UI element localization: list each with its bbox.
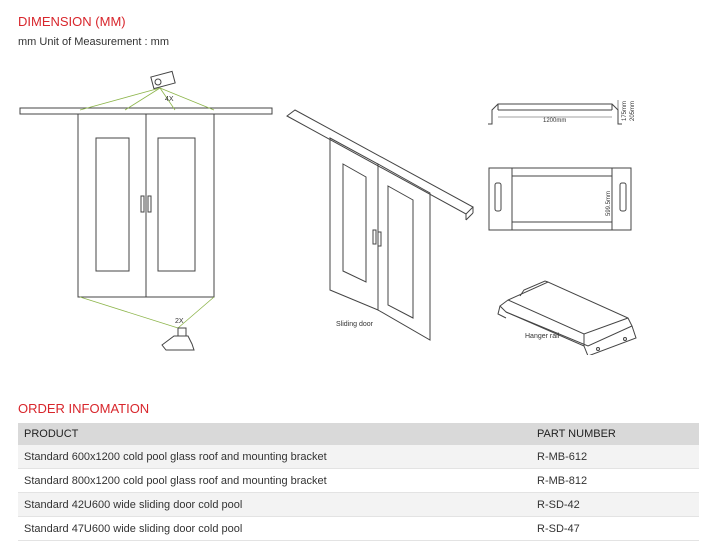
sliding-door-label: Sliding door: [336, 321, 374, 328]
sliding-door-perspective: [286, 109, 474, 341]
part-number-cell: R-SD-42: [531, 492, 699, 517]
depth-599-label: 599.5mm: [606, 191, 612, 216]
table-row: Standard 42U600 wide sliding door cold p…: [18, 492, 699, 517]
perspective-left-leaf: [329, 137, 379, 311]
product-cell: Standard 600x1200 cold pool glass roof a…: [18, 445, 531, 469]
right-handle: [147, 195, 152, 213]
hanger-rail-label: Hanger rail: [525, 333, 560, 340]
part-number-cell: R-MB-612: [531, 445, 699, 469]
perspective-right-window: [387, 185, 414, 319]
left-door-window: [95, 137, 130, 272]
order-table-header: PRODUCT PART NUMBER: [18, 423, 699, 445]
bottom-bracket-icon: [161, 327, 195, 351]
unit-of-measurement: mm Unit of Measurement : mm: [18, 36, 169, 48]
hanger-rail-isometric: [497, 280, 637, 355]
right-door-window: [157, 137, 196, 272]
perspective-handle-right: [377, 231, 382, 247]
qty-top-label: 4X: [165, 96, 174, 103]
table-row: Standard 600x1200 cold pool glass roof a…: [18, 445, 699, 469]
dimension-drawing: 4X 2X Sliding door 1200mm 175mm 205mm 59…: [19, 70, 637, 355]
top-sensor-icon: [150, 70, 176, 90]
part-number-cell: R-SD-47: [531, 516, 699, 541]
left-handle: [140, 195, 145, 213]
table-row: Standard 47U600 wide sliding door cold p…: [18, 516, 699, 541]
top-rail: [19, 107, 273, 115]
top-sensor-leader-lines: [79, 87, 215, 111]
part-number-cell: R-MB-812: [531, 468, 699, 493]
left-door-leaf: [77, 113, 147, 298]
order-information-title: ORDER INFOMATION: [18, 401, 150, 416]
bottom-bracket-leader-lines: [79, 296, 215, 329]
right-door-leaf: [145, 113, 215, 298]
perspective-left-window: [342, 163, 367, 283]
perspective-handle-left: [372, 229, 377, 245]
height-175-label: 175mm: [622, 101, 628, 121]
bracket-top-view: [488, 167, 632, 231]
double-door-front-view: [19, 70, 273, 351]
dimension-title: DIMENSION (MM): [18, 14, 126, 29]
product-cell: Standard 800x1200 cold pool glass roof a…: [18, 468, 531, 493]
product-cell: Standard 42U600 wide sliding door cold p…: [18, 492, 531, 517]
header-part-number: PART NUMBER: [531, 423, 699, 445]
bracket-front-view: [488, 100, 622, 125]
order-table: PRODUCT PART NUMBER Standard 600x1200 co…: [18, 423, 699, 541]
table-row: Standard 800x1200 cold pool glass roof a…: [18, 468, 699, 493]
perspective-right-leaf: [377, 163, 431, 341]
height-205-label: 205mm: [630, 101, 636, 121]
width-1200-label: 1200mm: [543, 118, 566, 124]
qty-bottom-label: 2X: [175, 318, 184, 325]
perspective-rail: [286, 109, 474, 215]
product-cell: Standard 47U600 wide sliding door cold p…: [18, 516, 531, 541]
header-product: PRODUCT: [18, 423, 531, 445]
